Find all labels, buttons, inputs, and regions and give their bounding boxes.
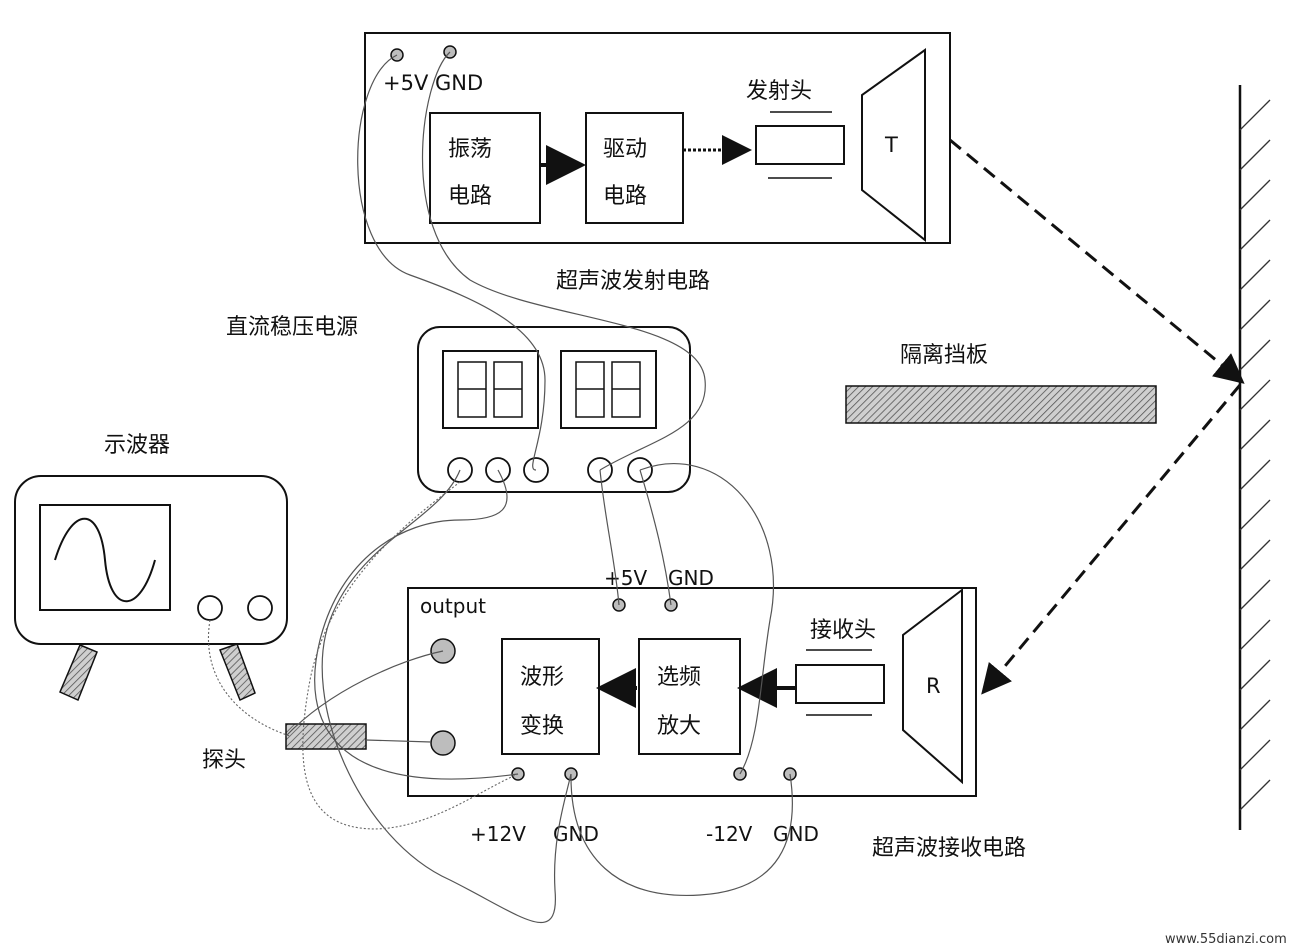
wire-ps-to-minus12v [639,463,775,775]
baffle-label: 隔离挡板 [900,343,988,368]
driver-label-2: 电路 [603,184,647,209]
emitter-label: 发射头 [746,79,812,104]
minus12v-label: -12V [706,822,753,846]
wire-probe-to-out2 [365,739,432,743]
oscilloscope-title: 示波器 [104,433,170,458]
wire-ps-to-rx-gnd [321,469,572,923]
receiver-board: output +5V GND 波形 变换 选频 放大 接收头 R +12V GN… [407,566,1026,861]
oscillator-label-2: 电路 [448,184,492,209]
wire-ps-to-plus12v [314,469,519,780]
transducer-t-label: T [884,133,898,157]
transducer-r-label: R [926,674,941,698]
wire-rx-gnd-top [639,469,672,606]
waveform-label-2: 变换 [520,714,564,739]
oscillator-label-1: 振荡 [448,137,492,162]
wire-gnd-link [570,773,793,897]
waveform-block [501,638,600,755]
watermark: www.55dianzi.com [1165,932,1287,947]
driver-label-1: 驱动 [603,137,647,162]
power-supply-title: 直流稳压电源 [226,315,358,340]
output-terminal-2 [430,730,456,756]
waveform-label-1: 波形 [520,665,564,690]
plus12v-label: +12V [470,822,526,846]
amplifier-label-2: 放大 [657,714,701,739]
receiver-title: 超声波接收电路 [872,836,1026,861]
scope-leg-left [59,644,98,702]
gnd1-label: GND [553,822,599,846]
wire-scope-to-probe [208,619,291,737]
scope-knob-2 [247,595,273,621]
sine-wave-trace [54,517,156,603]
wire-tx-plus5v [357,54,546,471]
scope-knob-1 [197,595,223,621]
wiring [208,51,793,923]
baffle: 隔离挡板 [845,343,1157,424]
emitter-body [755,125,845,165]
sound-path-outgoing [949,138,1245,384]
transducer-t-shape [861,48,926,243]
scope-leg-right [219,643,256,702]
sensor-body [795,664,885,704]
amplifier-label-1: 选频 [657,665,701,690]
wire-probe-to-out1 [285,650,444,737]
rx-gnd-top-label: GND [668,566,714,590]
baffle-plate [845,385,1157,424]
dc-power-supply: 直流稳压电源 [226,315,691,493]
sensor-label: 接收头 [810,618,876,643]
output-label: output [420,594,486,618]
sound-path-reflected [981,384,1242,695]
gnd2-label: GND [773,822,819,846]
transmitter-title: 超声波发射电路 [556,269,710,294]
wire-tx-gnd [422,51,706,471]
rx-plus5v-label: +5V [604,566,647,590]
wire-dotted-plus12v [302,481,519,830]
transducer-r-shape [902,587,963,785]
driver-block [585,112,684,224]
probe-label: 探头 [202,748,246,773]
transmitter-board: +5V GND 振荡 电路 驱动 电路 发射头 T 超声波发射电路 [364,32,951,294]
oscilloscope: 示波器 探头 [14,433,367,773]
oscillator-block [429,112,541,224]
reflecting-wall [1238,85,1271,830]
wire-rx-plus5v [599,469,620,606]
